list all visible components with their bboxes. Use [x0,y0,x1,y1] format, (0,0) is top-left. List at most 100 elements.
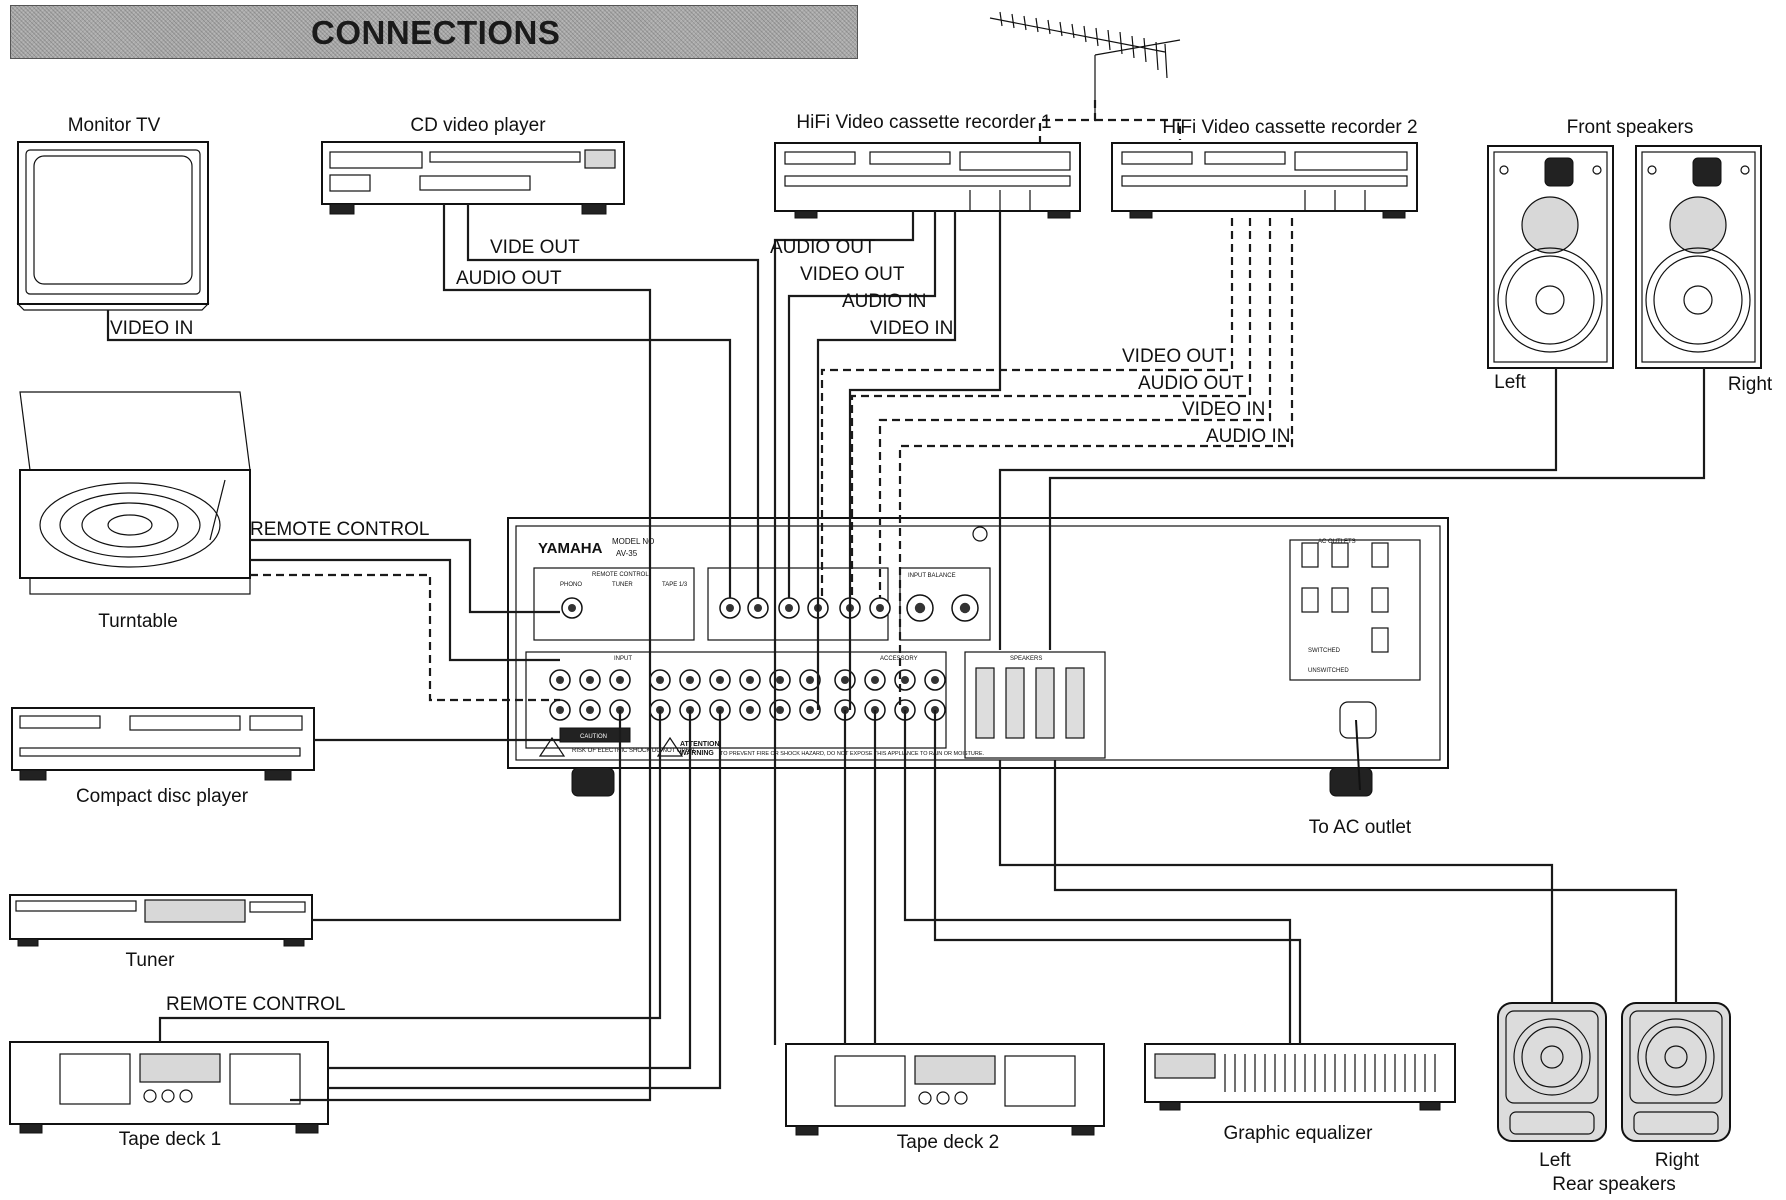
ac-socket-6 [1371,587,1389,613]
receiver-model: AV-35 [616,549,638,558]
ac-socket-4 [1301,587,1319,613]
phono-jack-center [568,604,576,612]
tv-antenna [989,11,1182,145]
vcr2-video-in-label: VIDEO IN [1182,399,1265,420]
page-title: CONNECTIONS [311,14,561,51]
input-jack-top-13-center [931,676,939,684]
input-jack-top-7-center [746,676,754,684]
balance-knob-1-center [914,602,926,614]
input-jack-bottom-8-center [776,706,784,714]
receiver-jacks [549,542,1389,739]
vcr-1-label: HiFi Video cassette recorder 1 [796,112,1051,133]
vcr1-video-in-label: VIDEO IN [870,318,953,339]
phono-label: PHONO [560,582,582,588]
cdv-video-out-label: VIDE OUT [490,237,580,258]
input-jack-bottom-1-center [556,706,564,714]
vcr1-video-out-label: VIDEO OUT [800,264,905,285]
ac-socket-1 [1301,542,1319,568]
accessory-label: ACCESSORY [880,656,918,662]
switched-label: SWITCHED [1308,648,1341,654]
ac-socket-3 [1371,542,1389,568]
monitor-tv-label: Monitor TV [68,115,161,136]
input-jack-top-6-center [716,676,724,684]
input-jack-top-4-center [656,676,664,684]
tuner-jack-label: TUNER [612,582,633,588]
vcr-2-label: HiFi Video cassette recorder 2 [1162,117,1417,138]
input-jack-top-11-center [871,676,879,684]
cables-dashed [250,218,1294,710]
rear-speaker-right [1621,1002,1731,1142]
cables-solid [106,204,1706,1102]
turntable-remote-label: REMOTE CONTROL [250,519,429,540]
input-jack-top-8-center [776,676,784,684]
tape-deck-1-label: Tape deck 1 [119,1129,221,1150]
cdv-audio-out-label: AUDIO OUT [456,268,562,289]
rear-right-label: Right [1655,1150,1700,1171]
ac-plug [1339,701,1377,791]
receiver-brand: YAMAHA [538,540,603,557]
video-jack-2-center [754,604,762,612]
front-speaker-right [1635,145,1762,369]
input-jack-top-9-center [806,676,814,684]
front-speaker-left [1487,145,1614,369]
video-jack-1-center [726,604,734,612]
input-jack-bottom-9-center [806,706,814,714]
video-jack-6-center [876,604,884,612]
speaker-terminal-4 [1065,667,1085,739]
video-jack-3-center [785,604,793,612]
vcr1-audio-in-label: AUDIO IN [842,291,926,312]
speaker-terminal-1 [975,667,995,739]
input-jack-top-12-center [901,676,909,684]
tape-deck-2-label: Tape deck 2 [897,1132,999,1153]
front-right-label: Right [1728,374,1773,395]
turntable-label: Turntable [98,611,178,632]
input-label: INPUT [614,656,632,662]
ac-socket-7 [1371,627,1389,653]
ac-outlets-label: AC OUTLETS [1318,539,1356,545]
caution-label: CAUTION [580,734,607,740]
tape-deck-1 [9,1041,329,1134]
tuner [9,894,313,947]
title-banner: CONNECTIONS [10,5,858,59]
input-jack-bottom-7-center [746,706,754,714]
rear-left-label: Left [1539,1150,1571,1171]
rear-speakers-label: Rear speakers [1552,1174,1676,1195]
vcr2-video-out-label: VIDEO OUT [1122,346,1227,367]
front-left-label: Left [1494,372,1526,393]
warning-label: WARNING [680,750,714,757]
tape-deck-2 [785,1043,1105,1136]
tape-1-3-label: TAPE 1/3 [662,582,688,588]
vcr-2 [1111,142,1418,219]
compact-disc-player-label: Compact disc player [76,786,249,807]
caution-sub-label: RISK OF ELECTRIC SHOCK DO NOT OPEN [572,748,694,754]
unswitched-label: UNSWITCHED [1308,668,1349,674]
attention-label: ATTENTION [680,741,720,748]
remote-control-section-label: REMOTE CONTROL [592,572,649,578]
vcr2-audio-in-label: AUDIO IN [1206,426,1290,447]
input-jack-top-2-center [586,676,594,684]
speaker-terminal-3 [1035,667,1055,739]
turntable [19,391,251,595]
vcr1-audio-out-label: AUDIO OUT [770,237,876,258]
ac-socket-2 [1331,542,1349,568]
ac-outlet-label: To AC outlet [1309,817,1412,838]
vcr-1 [774,142,1081,219]
compact-disc-player [11,707,315,781]
rear-speaker-left [1497,1002,1607,1142]
caution-plate [559,727,631,743]
vcr2-audio-out-label: AUDIO OUT [1138,373,1244,394]
input-jack-top-10-center [841,676,849,684]
graphic-equalizer [1144,1043,1456,1111]
input-jack-top-1-center [556,676,564,684]
receiver-model-no: MODEL NO [612,537,654,546]
balance-knob-2-center [959,602,971,614]
cd-video-player [321,141,625,215]
monitor-tv [16,141,210,311]
front-speakers-label: Front speakers [1567,117,1694,138]
tape1-remote-label: REMOTE CONTROL [166,994,345,1015]
ac-socket-5 [1331,587,1349,613]
input-jack-top-3-center [616,676,624,684]
input-jack-top-5-center [686,676,694,684]
